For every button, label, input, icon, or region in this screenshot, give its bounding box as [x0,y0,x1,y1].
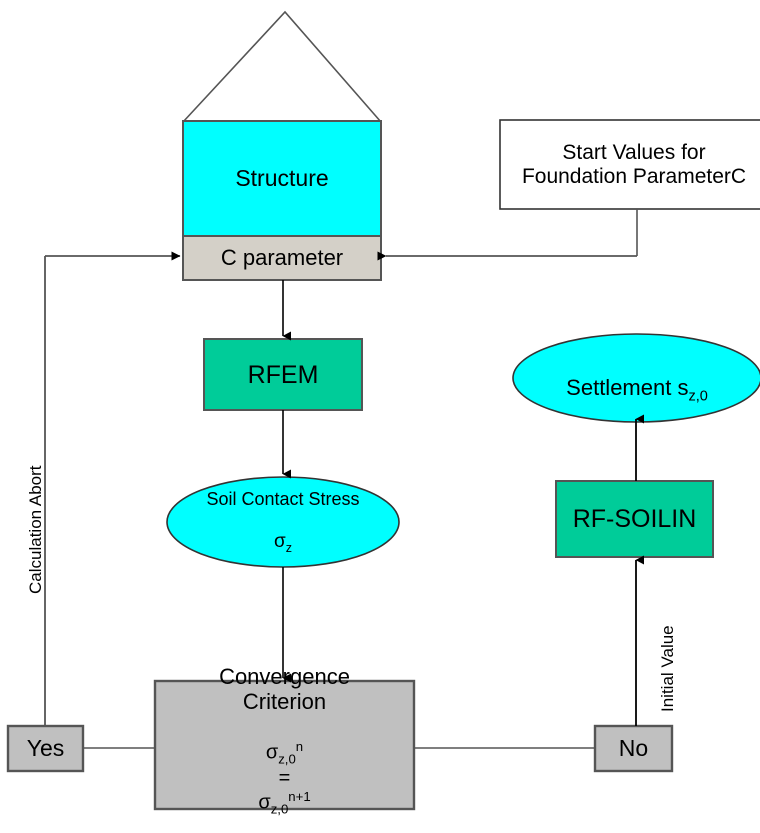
house-roof-shape [182,10,382,123]
soil-contact-stress-ellipse [166,476,400,568]
initial-value-label: Initial Value [658,625,677,712]
rfem-box [203,338,363,411]
rf-soilin-box [555,480,714,558]
yes-box [6,724,85,773]
settlement-ellipse [512,333,760,423]
convergence-criterion-box [153,679,416,811]
c-parameter-box [182,235,382,281]
no-box [593,724,674,773]
structure-box [182,120,382,237]
start-values-box [499,119,760,210]
calculation-abort-label: Calculation Abort [26,465,45,594]
